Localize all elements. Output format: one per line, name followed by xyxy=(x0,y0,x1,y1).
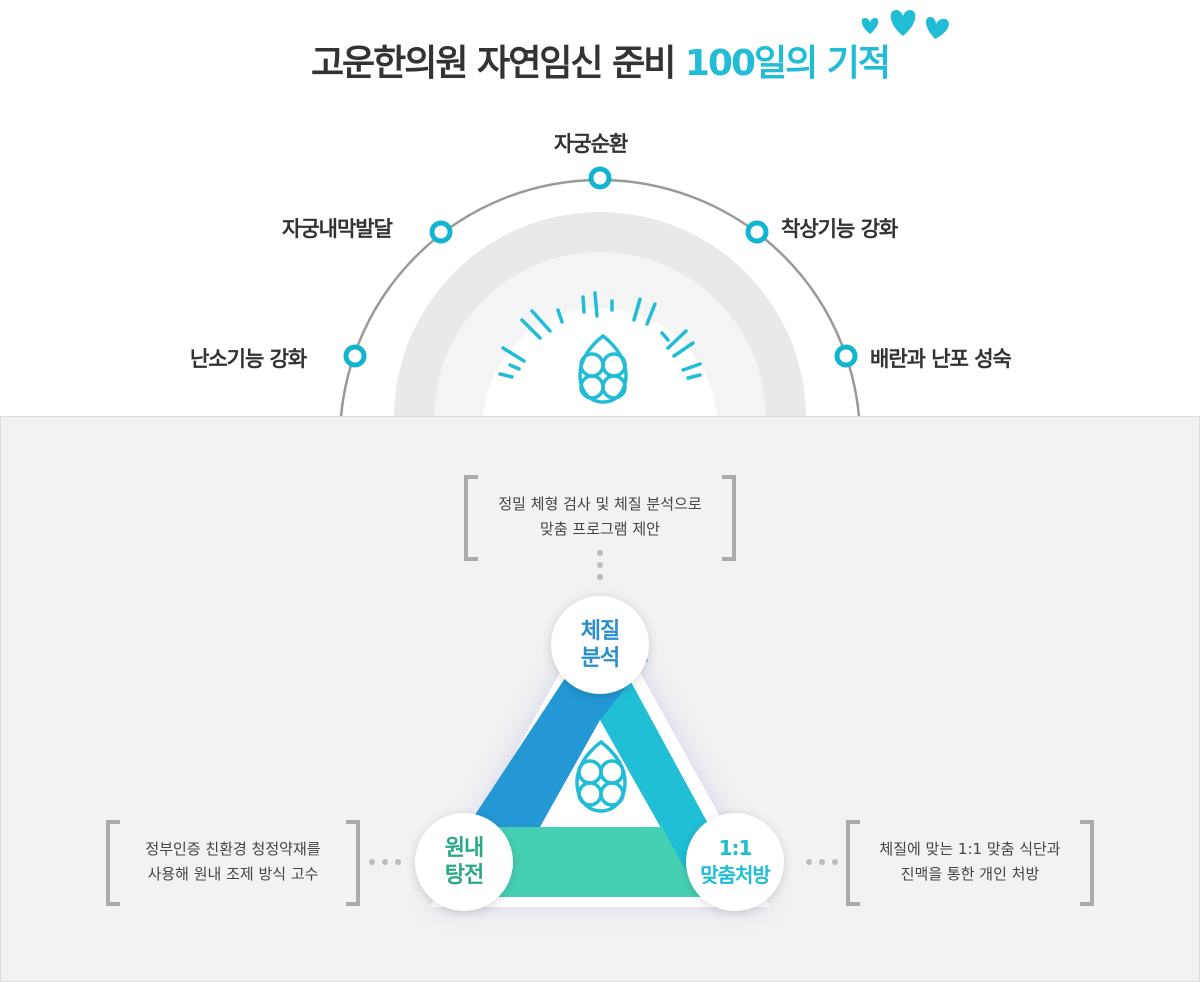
band-green xyxy=(452,827,700,897)
point-5 xyxy=(834,344,858,368)
dots-right xyxy=(806,859,838,865)
rays-icon xyxy=(498,291,702,380)
arc-label-circulation: 자궁순환 xyxy=(554,132,628,156)
dots-left xyxy=(369,859,401,865)
title-accent: 100일의 기적 xyxy=(684,43,891,84)
title-main: 고운한의원 자연임신 준비 xyxy=(310,43,676,84)
point-4 xyxy=(745,220,769,244)
dots-vertical xyxy=(597,550,603,580)
arc-diagram xyxy=(339,166,861,416)
point-2 xyxy=(429,220,453,244)
arc-label-ovary: 난소기능 강화 xyxy=(190,347,307,371)
arc-label-endometrium: 자궁내막발달 xyxy=(282,217,393,241)
clover-drop-logo-icon xyxy=(578,333,628,404)
point-3 xyxy=(588,166,612,190)
hearts-icon xyxy=(861,10,949,39)
clover-drop-logo-icon xyxy=(575,739,627,813)
page-title: 고운한의원 자연임신 준비 100일의 기적 xyxy=(0,34,1200,86)
arc-label-implantation: 착상기능 강화 xyxy=(781,217,898,241)
point-1 xyxy=(343,344,367,368)
arc-label-ovulation: 배란과 난포 성숙 xyxy=(870,347,1012,371)
